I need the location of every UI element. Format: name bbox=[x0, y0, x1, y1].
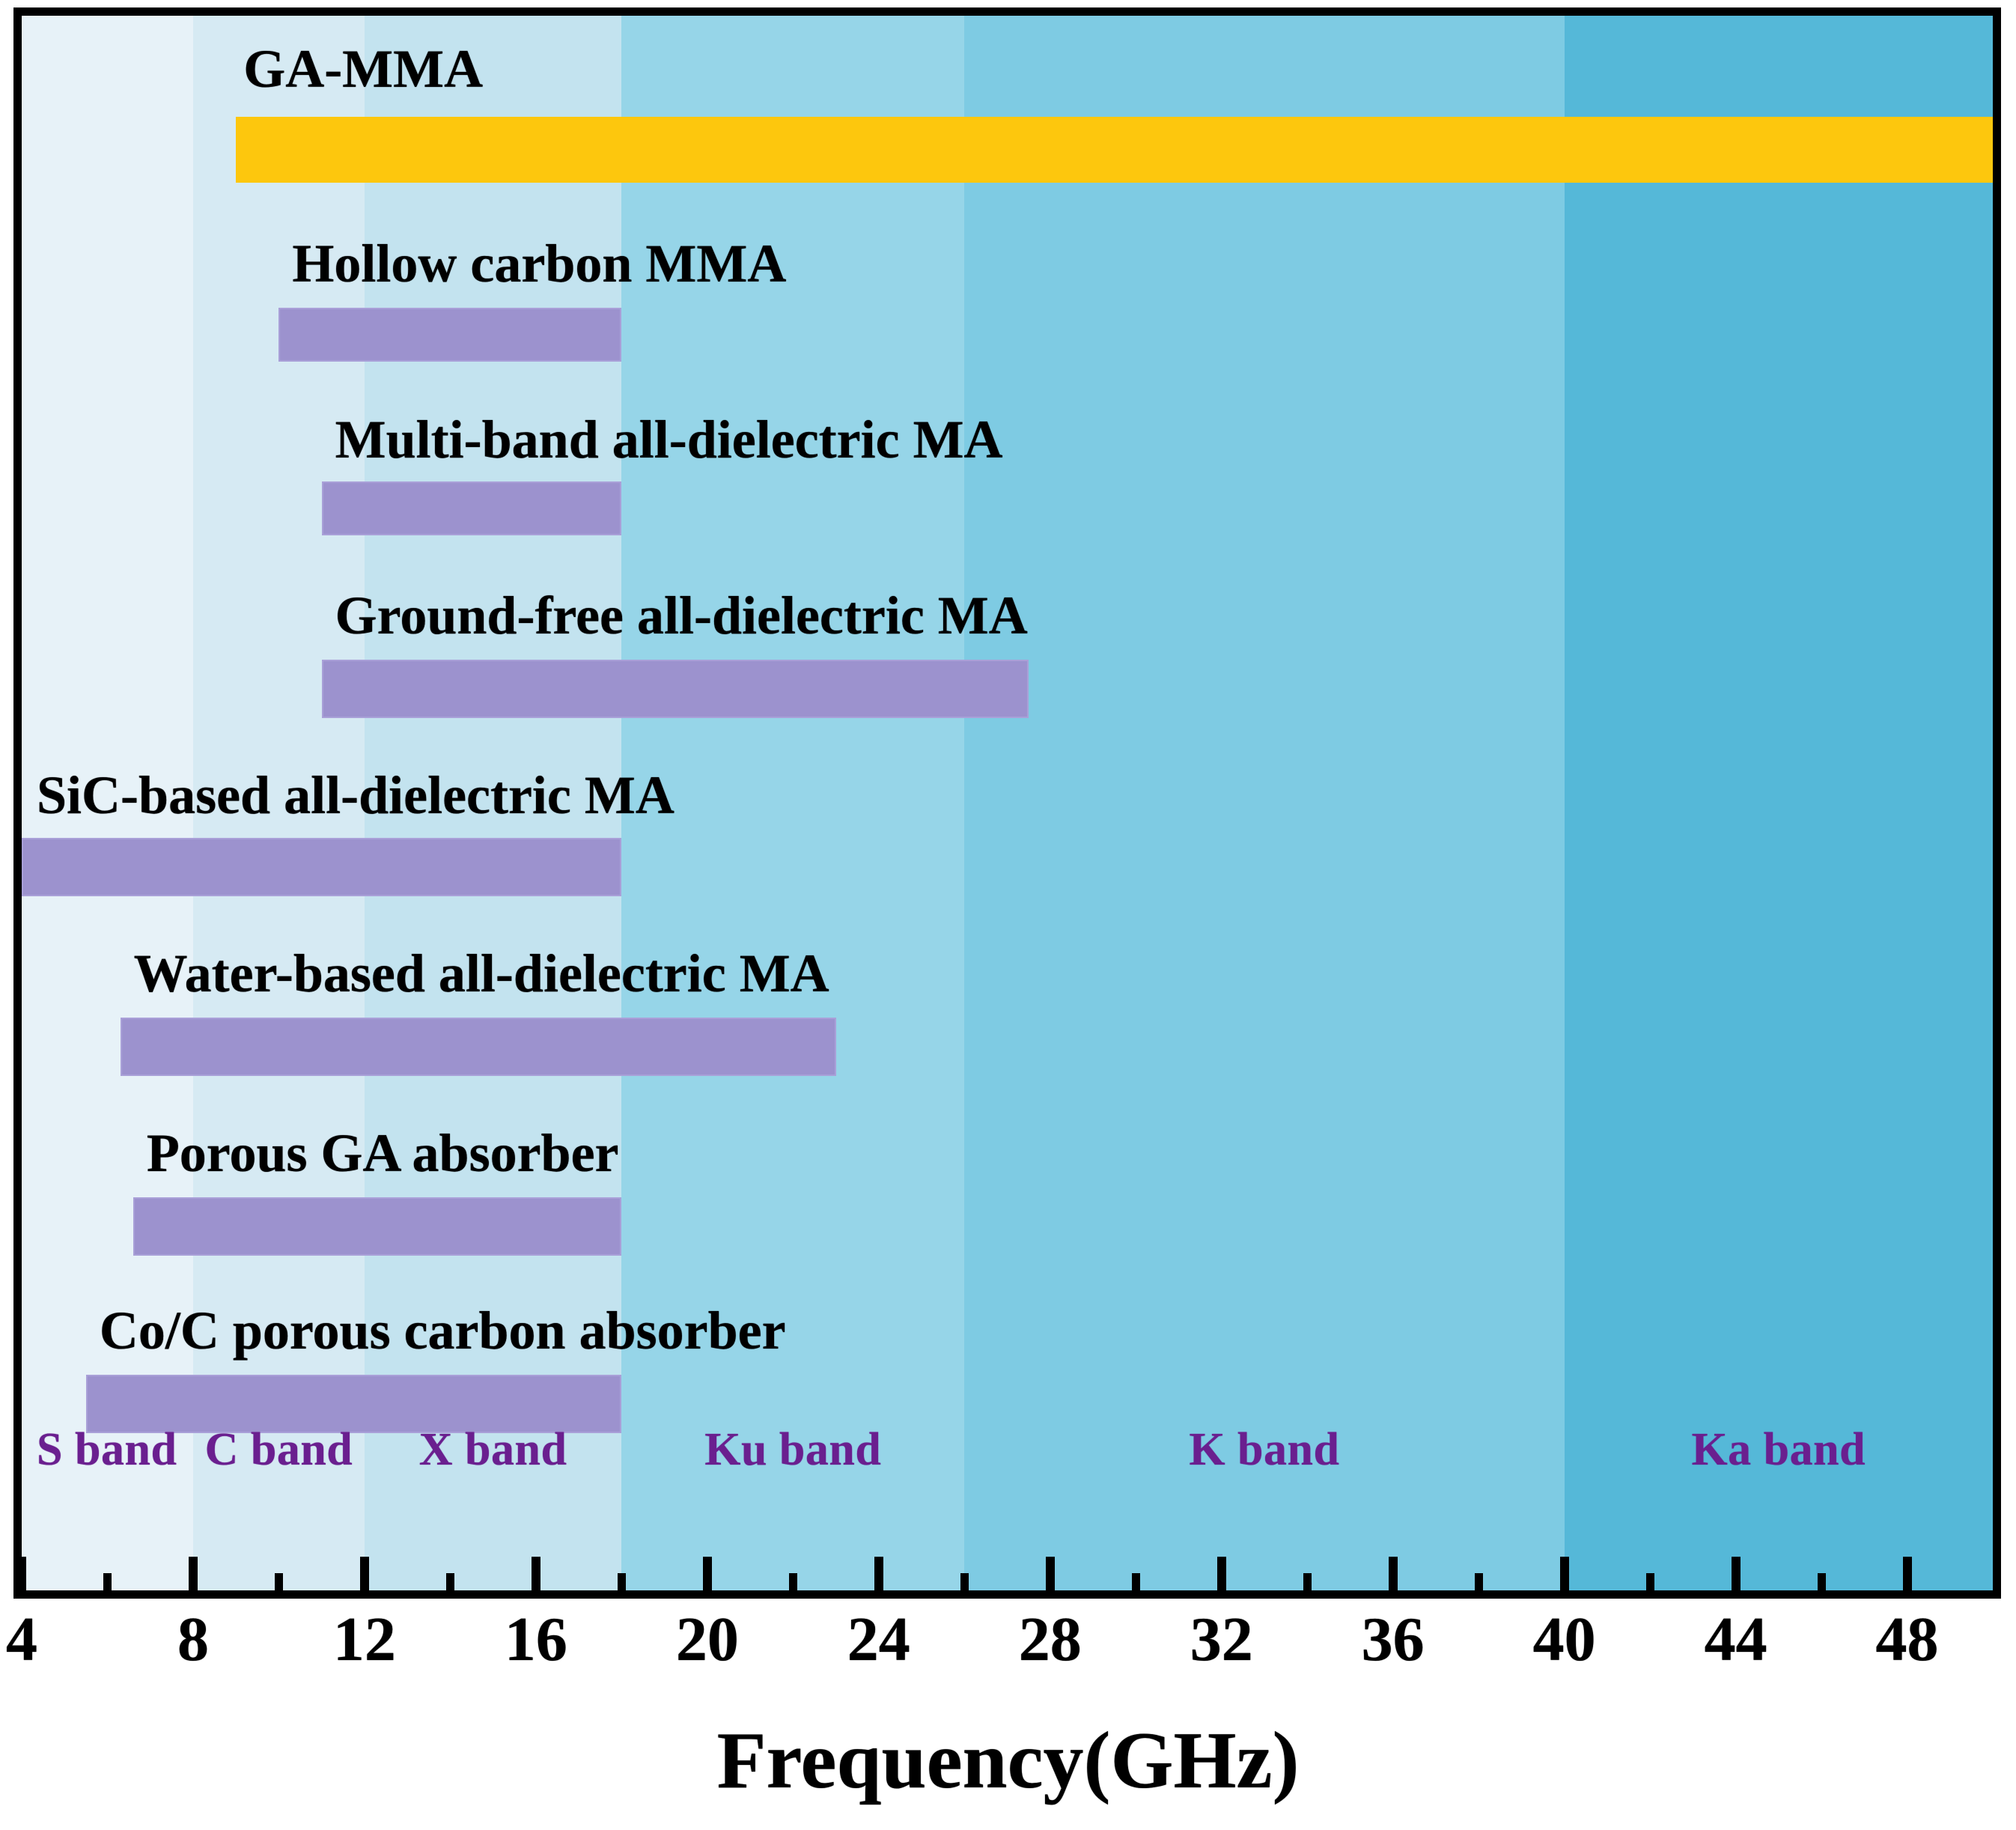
x-tick-major bbox=[17, 1557, 26, 1591]
x-tick-major bbox=[1045, 1557, 1055, 1591]
x-tick-label: 4 bbox=[6, 1605, 37, 1674]
band-zone-c-band bbox=[192, 16, 365, 1590]
bar-label-porous-ga-absorber: Porous GA absorber bbox=[146, 1123, 619, 1183]
x-tick-label: 8 bbox=[177, 1605, 209, 1674]
x-tick-minor bbox=[103, 1573, 112, 1591]
x-tick-label: 16 bbox=[504, 1605, 567, 1674]
band-zone-s-band bbox=[22, 16, 193, 1590]
bar-ga-mma bbox=[236, 117, 1993, 183]
band-zone-x-band bbox=[364, 16, 622, 1590]
band-background-layer bbox=[22, 16, 1993, 1590]
x-tick-minor bbox=[618, 1573, 627, 1591]
bar-label-co-c-porous-carbon-absorber: Co/C porous carbon absorber bbox=[99, 1301, 786, 1361]
x-tick-major bbox=[874, 1557, 883, 1591]
x-tick-minor bbox=[446, 1573, 455, 1591]
x-tick-minor bbox=[960, 1573, 969, 1591]
bar-co-c-porous-carbon-absorber bbox=[85, 1375, 622, 1433]
bar-porous-ga-absorber bbox=[133, 1197, 622, 1256]
band-label-ka-band: Ka band bbox=[1691, 1424, 1866, 1475]
x-tick-label: 28 bbox=[1018, 1605, 1082, 1674]
band-label-ku-band: Ku band bbox=[704, 1424, 882, 1475]
bar-label-ga-mma: GA-MMA bbox=[243, 39, 484, 99]
bar-label-multi-band-all-dielectric-ma: Multi-band all-dielectric MA bbox=[335, 410, 1003, 469]
x-tick-label: 44 bbox=[1704, 1605, 1767, 1674]
x-tick-minor bbox=[1475, 1573, 1484, 1591]
x-tick-minor bbox=[275, 1573, 284, 1591]
bar-ground-free-all-dielectric-ma bbox=[321, 660, 1029, 718]
x-tick-label: 20 bbox=[675, 1605, 739, 1674]
x-tick-label: 48 bbox=[1875, 1605, 1939, 1674]
x-tick-major bbox=[1559, 1557, 1569, 1591]
plot-area: GA-MMA Hollow carbon MMA Multi-band all-di… bbox=[13, 7, 2001, 1599]
x-tick-minor bbox=[1646, 1573, 1655, 1591]
band-label-k-band: K band bbox=[1189, 1424, 1340, 1475]
band-zone-ka-band bbox=[1564, 16, 1993, 1590]
x-tick-major bbox=[1216, 1557, 1226, 1591]
x-tick-label: 12 bbox=[332, 1605, 396, 1674]
x-tick-label: 24 bbox=[847, 1605, 910, 1674]
bar-label-water-based-all-dielectric-ma: Water-based all-dielectric MA bbox=[133, 943, 829, 1003]
bar-label-hollow-carbon-mma: Hollow carbon MMA bbox=[292, 234, 787, 294]
bar-water-based-all-dielectric-ma bbox=[120, 1018, 836, 1076]
bar-label-ground-free-all-dielectric-ma: Ground-free all-dielectric MA bbox=[335, 586, 1028, 645]
x-tick-minor bbox=[1132, 1573, 1141, 1591]
x-tick-minor bbox=[1303, 1573, 1312, 1591]
x-tick-major bbox=[531, 1557, 540, 1591]
bar-hollow-carbon-mma bbox=[278, 308, 622, 362]
x-tick-label: 40 bbox=[1532, 1605, 1596, 1674]
bar-sic-based-all-dielectric-ma bbox=[22, 838, 622, 896]
x-tick-minor bbox=[1818, 1573, 1827, 1591]
x-tick-label: 32 bbox=[1190, 1605, 1253, 1674]
bar-multi-band-all-dielectric-ma bbox=[321, 481, 622, 535]
x-tick-major bbox=[1902, 1557, 1912, 1591]
x-tick-major bbox=[1731, 1557, 1741, 1591]
band-label-s-band: S band bbox=[37, 1424, 177, 1475]
band-label-c-band: C band bbox=[204, 1424, 353, 1475]
x-tick-label: 36 bbox=[1361, 1605, 1425, 1674]
x-tick-major bbox=[359, 1557, 369, 1591]
x-tick-minor bbox=[789, 1573, 798, 1591]
band-label-x-band: X band bbox=[418, 1424, 567, 1475]
bar-label-sic-based-all-dielectric-ma: SiC-based all-dielectric MA bbox=[37, 765, 674, 825]
band-zone-k-band bbox=[964, 16, 1565, 1590]
band-zone-ku-band bbox=[621, 16, 965, 1590]
x-tick-major bbox=[702, 1557, 712, 1591]
x-tick-major bbox=[188, 1557, 198, 1591]
x-axis-title: Frequency(GHz) bbox=[716, 1716, 1300, 1805]
x-tick-major bbox=[1388, 1557, 1398, 1591]
